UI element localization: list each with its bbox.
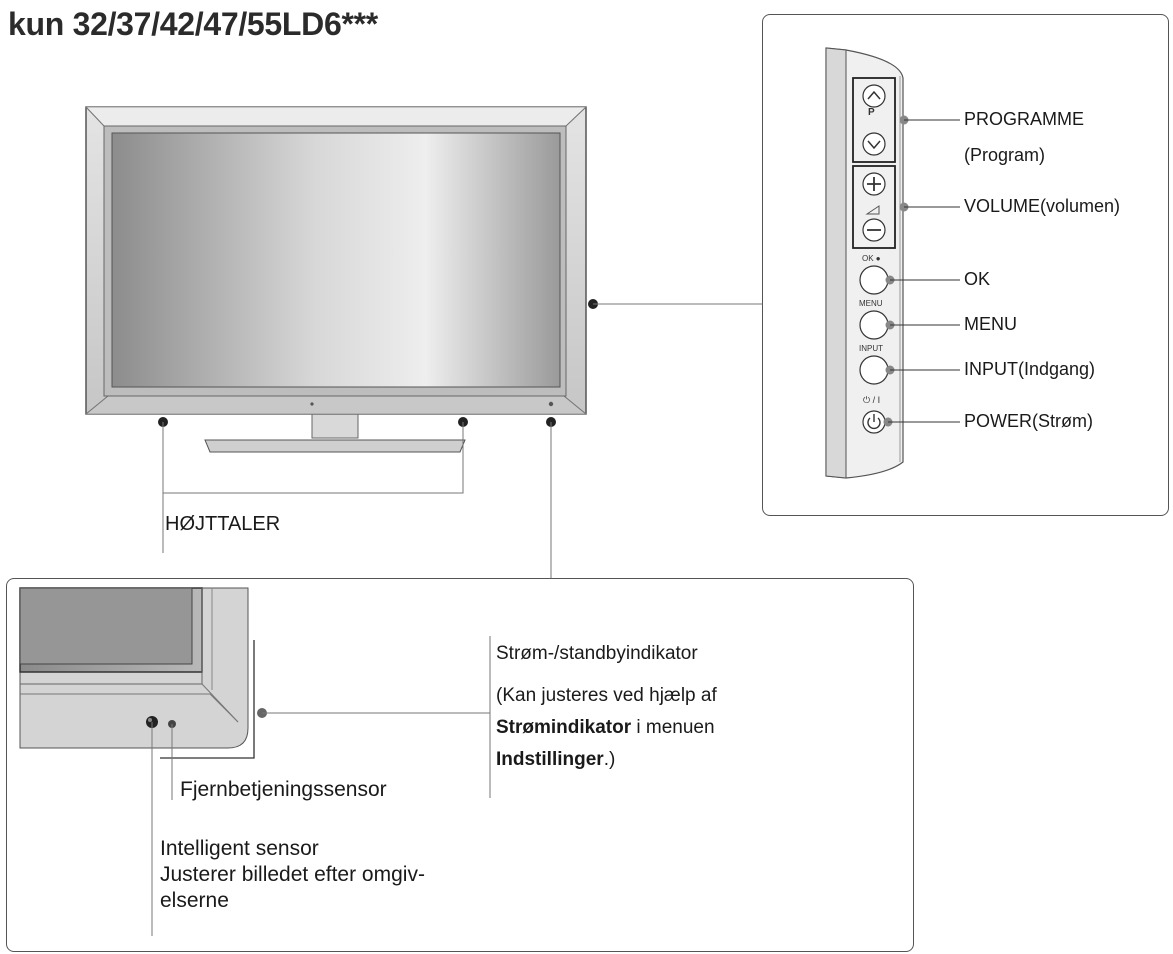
tv-stand-base <box>204 439 466 453</box>
menu-small-label: MENU <box>859 299 883 308</box>
indicator-line3: Indstillinger.) <box>496 744 615 776</box>
indicator-mid: i menuen <box>631 717 715 738</box>
indicator-bold-settings: Indstillinger <box>496 749 604 770</box>
indicator-end: .) <box>603 749 616 770</box>
speaker-label: HØJTTALER <box>165 513 281 535</box>
indicator-bold-power: Strømindikator <box>496 717 632 738</box>
tv-screen <box>111 132 561 388</box>
detail-closeup <box>19 587 491 936</box>
indicator-title: Strøm-/standbyindikator <box>496 643 698 664</box>
input-label: INPUT(Indgang) <box>964 359 1096 379</box>
power-label: POWER(Strøm) <box>964 411 1093 431</box>
programme-label: PROGRAMME <box>964 109 1085 129</box>
indicator-line1: (Kan justeres ved hjælp af <box>496 685 717 706</box>
programme-p-letter: P <box>868 107 875 118</box>
volume-label: VOLUME(volumen) <box>964 196 1121 216</box>
input-small-label: INPUT <box>859 344 883 353</box>
intelligent-sensor-desc1: Justerer billedet efter omgiv- <box>160 863 425 886</box>
side-panel-drawing <box>825 47 960 479</box>
tv-front <box>84 106 762 578</box>
page-title: kun 32/37/42/47/55LD6*** <box>8 6 378 42</box>
intelligent-sensor-label: Intelligent sensor <box>160 837 319 860</box>
remote-sensor-label: Fjernbetjeningssensor <box>180 778 387 801</box>
power-small-label: ⏻ / I <box>863 395 881 405</box>
indicator-line2: Strømindikator i menuen <box>496 712 715 744</box>
programme-sub-label: (Program) <box>964 145 1046 165</box>
intelligent-sensor-desc2: elserne <box>160 889 229 912</box>
ok-small-label: OK ● <box>862 254 881 263</box>
detail-box <box>6 578 914 952</box>
side-panel-box <box>762 14 1169 516</box>
ok-label: OK <box>964 269 991 289</box>
menu-label: MENU <box>964 314 1017 334</box>
